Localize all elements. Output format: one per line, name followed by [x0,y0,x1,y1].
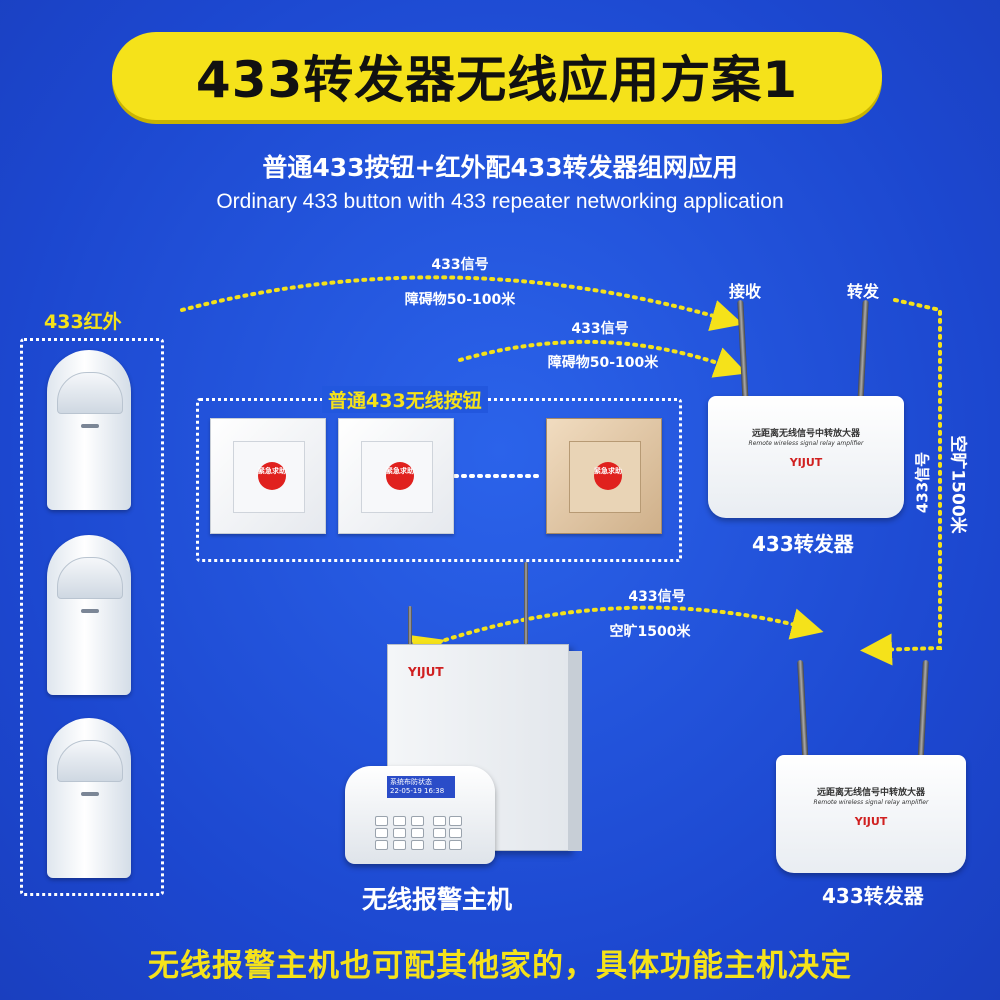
receive-label: 接收 [728,282,761,301]
repeater-subtitle: Remote wireless signal relay amplifier [813,799,929,806]
lcd-line-1: 系统布防状态 [390,778,432,786]
repeater-subtitle: Remote wireless signal relay amplifier [748,440,864,447]
low-range-label: 空旷1500米 [609,624,691,640]
panic-button-text: 紧急求助 [386,462,414,490]
mid-signal-label: 433信号 [571,321,629,337]
title-banner: 433转发器无线应用方案1 [112,32,882,120]
key-f3 [433,828,446,838]
panic-button-1: 紧急求助 [210,418,326,534]
key-4 [375,828,388,838]
key-9 [411,840,424,850]
key-6 [411,828,424,838]
pir-sensor-2 [47,535,131,695]
key-7 [375,840,388,850]
pir-sensor-3 [47,718,131,878]
key-f5 [433,840,446,850]
panic-button-text: 紧急求助 [594,462,622,490]
panic-button-text: 紧急求助 [258,462,286,490]
key-f2 [449,816,462,826]
brand-logo: YIJUT [789,456,823,469]
pir-group-label: 433红外 [44,311,122,333]
key-1 [375,816,388,826]
repeater-device-2: 远距离无线信号中转放大器 Remote wireless signal rela… [776,755,966,873]
side-signal-label: 433信号 [913,451,932,514]
arc-pir-to-repeater [180,275,744,331]
arc-button-to-repeater [458,339,748,378]
key-5 [393,828,406,838]
side-range-label: 空旷1500米 [947,435,968,534]
button-group-label: 普通433无线按钮 [322,386,488,413]
key-3 [411,816,424,826]
pir-group-box [20,338,164,896]
key-f4 [449,828,462,838]
subtitle-cn: 普通433按钮+红外配433转发器组网应用 [262,153,738,182]
mid-range-label: 障碍物50-100米 [547,355,659,371]
low-signal-label: 433信号 [628,589,686,605]
repeater-title: 远距离无线信号中转放大器 [751,429,860,439]
host-antenna-right [524,562,528,650]
key-f6 [449,840,462,850]
repeater-device-1: 远距离无线信号中转放大器 Remote wireless signal rela… [708,396,904,518]
repeater-title: 远距离无线信号中转放大器 [816,788,925,798]
arc-host-to-repeater2 [409,605,824,666]
repeater-1-label: 433转发器 [752,532,854,556]
top-signal-label: 433信号 [431,257,489,273]
key-2 [393,816,406,826]
key-8 [393,840,406,850]
lcd-line-2: 22-05-19 16:38 [390,787,445,795]
alarm-keypad: 系统布防状态 22-05-19 16:38 [345,766,495,864]
panic-button-2: 紧急求助 [338,418,454,534]
arc-repeater-link [860,298,942,666]
key-f1 [433,816,446,826]
host-antenna-left [408,606,412,650]
panic-button-3: 紧急求助 [546,418,662,534]
top-range-label: 障碍物50-100米 [404,292,516,308]
pir-sensor-1 [47,350,131,510]
footer-note: 无线报警主机也可配其他家的，具体功能主机决定 [148,948,852,984]
keypad-lcd: 系统布防状态 22-05-19 16:38 [387,776,455,798]
host-label: 无线报警主机 [362,885,513,914]
host-brand-logo: YIJUT [408,665,444,679]
page-title: 433转发器无线应用方案1 [195,51,799,109]
repeater-2-label: 433转发器 [822,884,924,908]
subtitle-en: Ordinary 433 button with 433 repeater ne… [216,190,784,213]
forward-label: 转发 [846,282,879,301]
brand-logo: YIJUT [854,815,888,828]
